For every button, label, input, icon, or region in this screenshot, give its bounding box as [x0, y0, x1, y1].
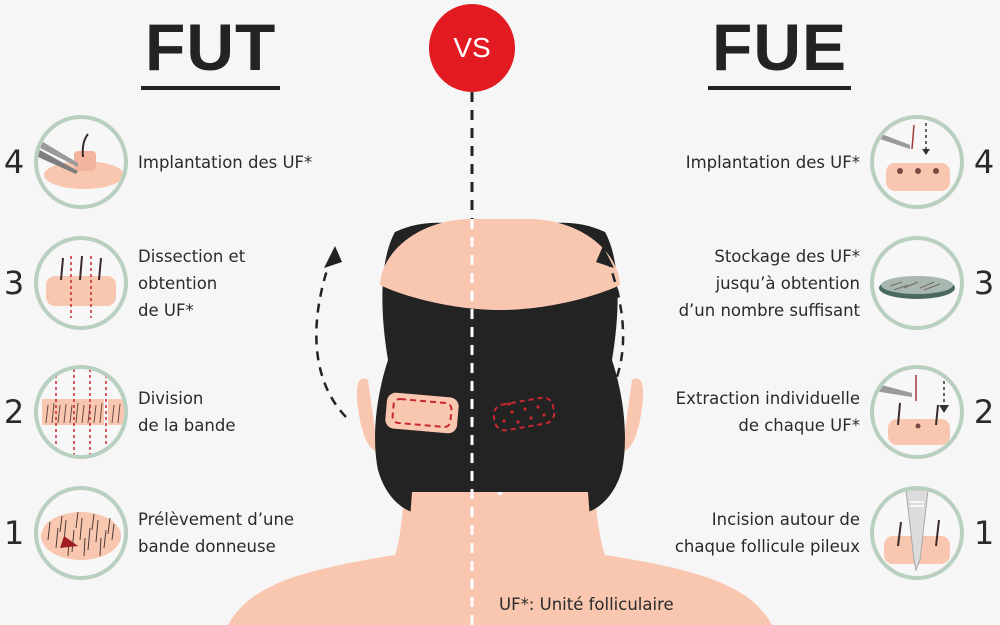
- skin-block-dissection-icon: [34, 236, 128, 330]
- fue-extraction-zone: [492, 396, 556, 432]
- step-number: 1: [973, 514, 995, 552]
- fut-step-4: 4 Implantation des UF*: [0, 115, 312, 209]
- fut-strip-dashes: [391, 398, 453, 428]
- left-cycle-arrow: [315, 254, 347, 418]
- neck: [410, 492, 590, 520]
- step-label: Implantation des UF*: [138, 152, 313, 172]
- fue-extraction-dots: [502, 402, 546, 424]
- step-number: 3: [3, 264, 25, 302]
- left-ear: [356, 378, 378, 452]
- tweezers-extraction-icon: [870, 365, 964, 459]
- bald-crown: [380, 219, 620, 310]
- step-number: 1: [3, 514, 25, 552]
- fue-step-4: Implantation des UF* 4: [686, 115, 998, 209]
- fut-step-2: 2 Division de la bande: [0, 365, 235, 459]
- fue-step-1: Incision autour de chaque follicule pile…: [675, 486, 998, 580]
- fut-title: FUT: [141, 14, 281, 90]
- step-label: Prélèvement d’une bande donneuse: [138, 510, 295, 556]
- step-number: 4: [3, 143, 25, 181]
- fut-step-1: 1 Prélèvement d’une bande donneuse: [0, 486, 294, 580]
- vs-badge: VS: [429, 4, 515, 92]
- step-number: 4: [973, 143, 995, 181]
- right-arrow-head: [596, 246, 614, 268]
- tweezers-implant-graft-icon: [34, 115, 128, 209]
- step-number: 2: [3, 393, 25, 431]
- fue-step-3: Stockage des UF* jusqu’à obtention d’un …: [679, 236, 998, 330]
- tweezers-implant-holes-icon: [870, 115, 964, 209]
- right-ear: [622, 378, 644, 452]
- step-label: Division de la bande: [138, 389, 236, 435]
- right-cycle-arrow: [591, 254, 625, 418]
- step-label: Implantation des UF*: [685, 152, 860, 172]
- step-label: Incision autour de chaque follicule pile…: [674, 510, 860, 556]
- shoulders: [228, 495, 772, 625]
- left-arrow-head: [324, 246, 342, 268]
- fue-title-underline: [708, 86, 851, 90]
- step-label: Stockage des UF* jusqu’à obtention d’un …: [678, 246, 860, 320]
- petri-dish-storage-icon: [870, 236, 964, 330]
- fue-title: FUE: [708, 14, 851, 90]
- step-number: 3: [973, 264, 995, 302]
- fut-step-3: 3 Dissection et obtention de UF*: [0, 236, 245, 330]
- fut-title-underline: [141, 86, 281, 90]
- strip-division-icon: [34, 365, 128, 459]
- fut-donor-strip: [385, 392, 459, 434]
- punch-incision-icon: [870, 486, 964, 580]
- step-label: Extraction individuelle de chaque UF*: [675, 389, 860, 435]
- footnote: UF*: Unité folliculaire: [499, 595, 674, 614]
- donor-strip-removal-icon: [34, 486, 128, 580]
- step-label: Dissection et obtention de UF*: [138, 246, 246, 320]
- step-number: 2: [973, 393, 995, 431]
- fue-step-2: Extraction individuelle de chaque UF* 2: [676, 365, 998, 459]
